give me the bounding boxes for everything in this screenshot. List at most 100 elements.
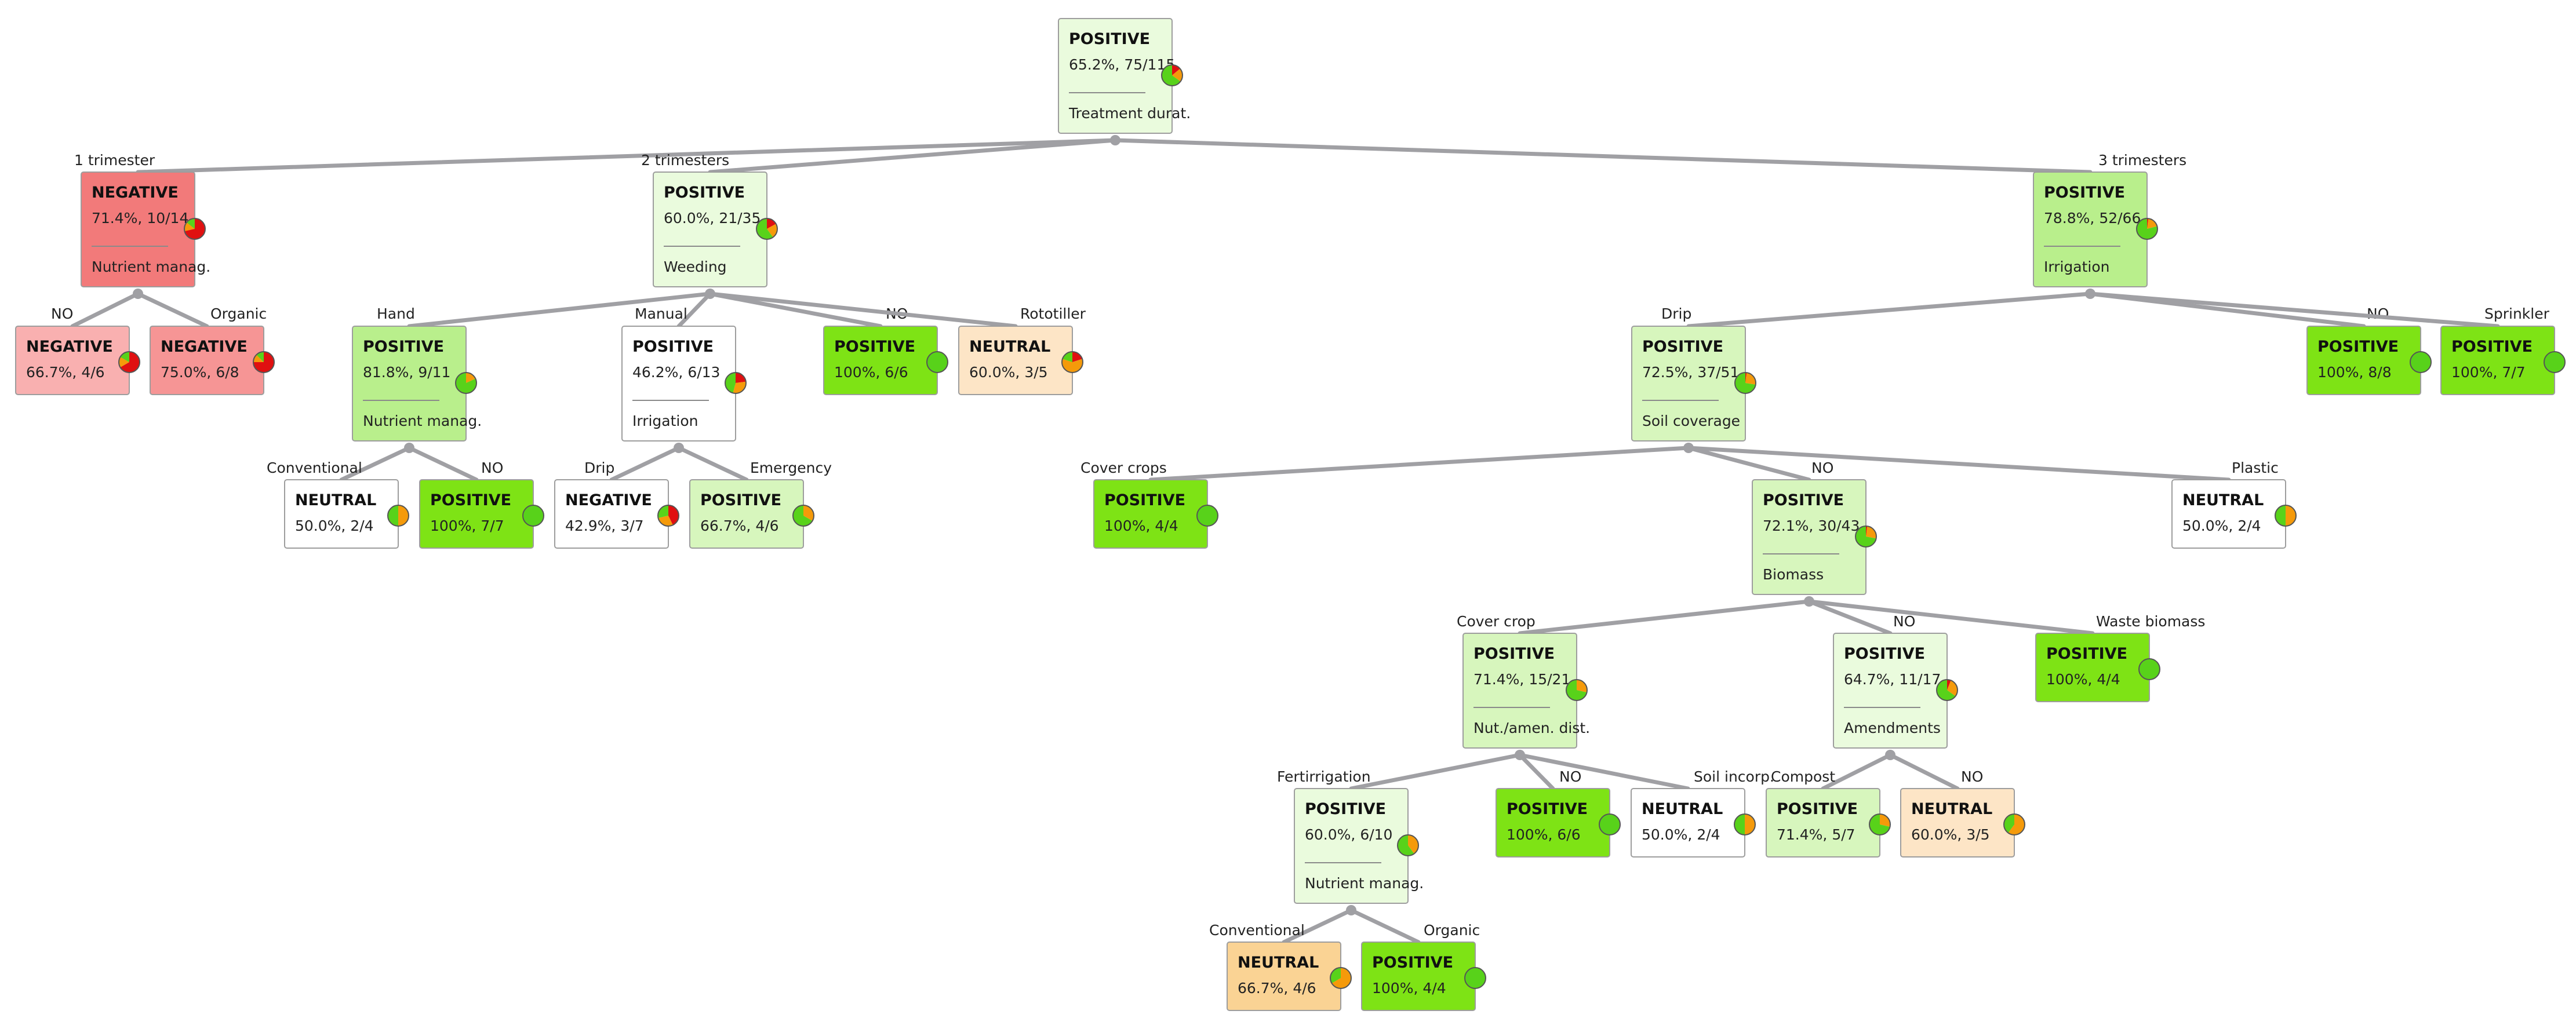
pie-outline bbox=[2410, 351, 2432, 373]
edge-label: Drip bbox=[584, 459, 614, 476]
pie-outline bbox=[1869, 813, 1891, 835]
edge-label: Emergency bbox=[750, 459, 832, 476]
pie-outline bbox=[1566, 679, 1588, 701]
pie-outline bbox=[2275, 505, 2297, 527]
class-distribution-pie bbox=[118, 351, 140, 373]
node-stat: 66.7%, 4/6 bbox=[700, 517, 779, 534]
pie-slice bbox=[668, 505, 679, 526]
edge-label: Plastic bbox=[2232, 459, 2279, 476]
node-class-label: POSITIVE bbox=[363, 338, 444, 356]
tree-edge bbox=[1148, 446, 1691, 482]
pie-slice bbox=[2275, 505, 2286, 526]
node-box bbox=[1093, 479, 1208, 549]
pie-slice bbox=[1465, 968, 1486, 988]
node-box bbox=[823, 326, 938, 395]
node-class-label: NEUTRAL bbox=[2182, 491, 2264, 509]
edge-label: NO bbox=[2367, 305, 2389, 322]
node-stat: 78.8%, 52/66 bbox=[2044, 210, 2141, 227]
edge-label: NO bbox=[1961, 768, 1983, 785]
node-split-attribute: Treatment durat. bbox=[1068, 105, 1191, 122]
pie-outline bbox=[1936, 679, 1958, 701]
class-distribution-pie bbox=[1855, 526, 1877, 548]
split-dot bbox=[1110, 135, 1120, 145]
edge-label: Organic bbox=[1424, 922, 1480, 939]
pie-slice bbox=[2147, 218, 2157, 229]
split-dot bbox=[2085, 289, 2095, 299]
tree-edge bbox=[136, 138, 1118, 174]
pie-outline bbox=[1061, 351, 1083, 373]
tree-edge bbox=[1807, 599, 2095, 636]
edge-label: Organic bbox=[210, 305, 267, 322]
node-stat: 65.2%, 75/115 bbox=[1069, 56, 1175, 73]
edge-label: Cover crops bbox=[1080, 459, 1167, 476]
pie-outline bbox=[2003, 813, 2025, 835]
node-split-attribute: Biomass bbox=[1763, 566, 1824, 583]
edge-label: NO bbox=[1893, 613, 1915, 630]
tree-edge bbox=[1888, 753, 1960, 791]
node-stat: 75.0%, 6/8 bbox=[161, 364, 239, 381]
class-distribution-pie bbox=[1061, 351, 1083, 373]
node-class-label: POSITIVE bbox=[1777, 800, 1858, 818]
pie-slice bbox=[1947, 680, 1951, 690]
node-stat: 60.0%, 3/5 bbox=[969, 364, 1048, 381]
node-class-label: POSITIVE bbox=[1104, 491, 1185, 509]
class-distribution-pie bbox=[2544, 351, 2566, 373]
split-dot bbox=[1804, 596, 1814, 607]
class-distribution-pie bbox=[657, 505, 679, 527]
node-stat: 100%, 4/4 bbox=[1104, 517, 1178, 534]
pie-outline bbox=[1855, 526, 1877, 548]
node-stat: 50.0%, 2/4 bbox=[295, 517, 374, 534]
node-stat: 100%, 7/7 bbox=[2451, 364, 2526, 381]
node-stat: 100%, 7/7 bbox=[430, 517, 504, 534]
pie-slice bbox=[1734, 814, 1745, 835]
edge-label: NO bbox=[51, 305, 73, 322]
node-split-attribute: Weeding bbox=[664, 258, 727, 275]
node-box bbox=[958, 326, 1073, 395]
node-class-label: POSITIVE bbox=[1507, 800, 1588, 818]
split-dot bbox=[133, 289, 143, 299]
pie-slice bbox=[2137, 218, 2157, 239]
pie-slice bbox=[792, 505, 813, 527]
pie-slice bbox=[1735, 373, 1756, 393]
pie-slice bbox=[736, 373, 746, 383]
pie-slice bbox=[253, 355, 264, 362]
node-class-label: POSITIVE bbox=[2046, 645, 2127, 663]
class-distribution-pie bbox=[792, 505, 814, 527]
tree-edge bbox=[136, 291, 209, 329]
pie-slice bbox=[1072, 352, 1083, 362]
pie-slice bbox=[120, 352, 140, 373]
tree-node-n_covercrops[interactable]: POSITIVE 100%, 4/4 bbox=[1093, 479, 1218, 549]
pie-slice bbox=[927, 352, 948, 373]
split-dot bbox=[1346, 905, 1356, 915]
node-stat: 66.7%, 4/6 bbox=[1238, 980, 1316, 997]
